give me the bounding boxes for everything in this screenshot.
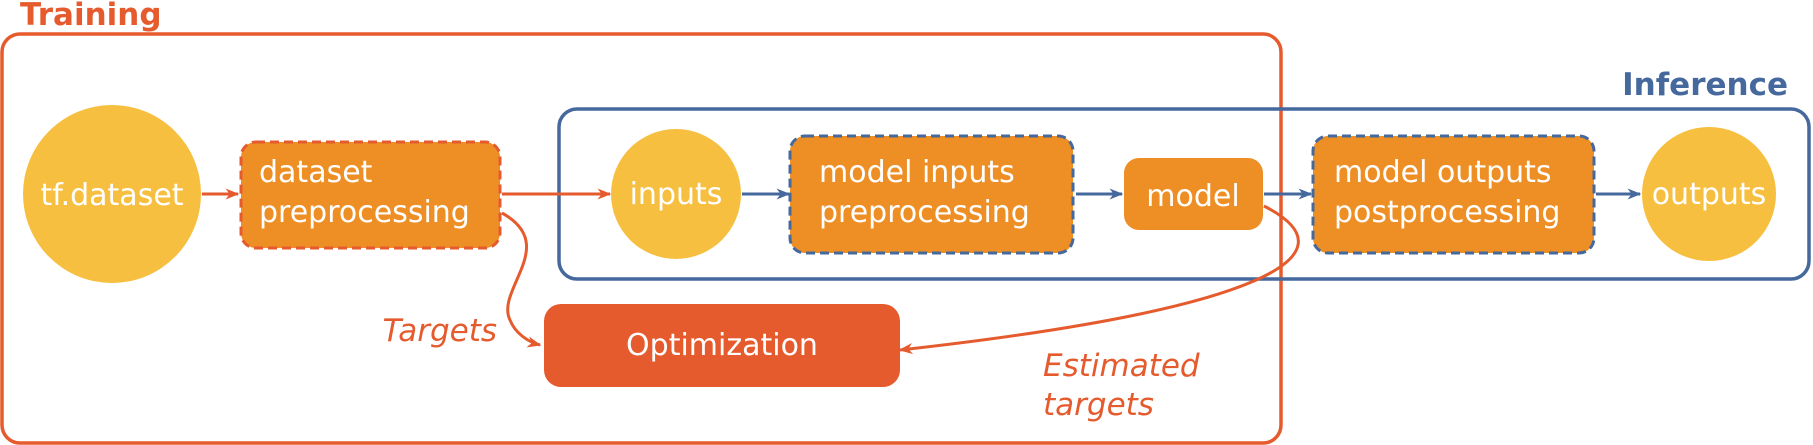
node-dataset-preprocessing: dataset preprocessing bbox=[239, 140, 502, 250]
node-model-inputs-preprocessing: model inputs preprocessing bbox=[788, 134, 1075, 255]
dataset-preprocessing-line-2: preprocessing bbox=[259, 195, 470, 230]
node-outputs: outputs bbox=[1642, 127, 1776, 261]
optimization-label: Optimization bbox=[626, 328, 818, 363]
edge-label-targets: Targets bbox=[383, 313, 497, 349]
node-inputs: inputs bbox=[611, 129, 741, 259]
dataset-preprocessing-line-1: dataset bbox=[259, 155, 373, 190]
model-outputs-postprocessing-line-2: postprocessing bbox=[1334, 195, 1560, 230]
node-model: model bbox=[1124, 158, 1263, 230]
training-title: Training bbox=[20, 0, 162, 33]
model-inputs-preprocessing-line-2: preprocessing bbox=[819, 195, 1030, 230]
model-outputs-postprocessing-line-1: model outputs bbox=[1334, 155, 1552, 190]
node-model-outputs-postprocessing: model outputs postprocessing bbox=[1311, 134, 1596, 255]
edge-estimated-targets-to-optimization bbox=[898, 204, 1300, 355]
edge-label-estimated-targets: Estimated targets bbox=[1043, 348, 1209, 423]
model-label: model bbox=[1146, 179, 1239, 214]
inference-title: Inference bbox=[1622, 67, 1788, 103]
model-outputs-postprocessing-label: model outputs postprocessing bbox=[1334, 155, 1561, 230]
edge-label-estimated-targets-line-1: Estimated bbox=[1043, 348, 1200, 384]
tf-dataset-label: tf.dataset bbox=[40, 178, 183, 213]
training-region bbox=[0, 32, 1283, 445]
node-tf-dataset: tf.dataset bbox=[23, 105, 201, 283]
outputs-label: outputs bbox=[1652, 177, 1767, 212]
dataset-preprocessing-label: dataset preprocessing bbox=[259, 155, 470, 230]
node-optimization: Optimization bbox=[544, 304, 900, 387]
edge-targets-to-optimization bbox=[501, 211, 542, 348]
model-inputs-preprocessing-label: model inputs preprocessing bbox=[819, 155, 1030, 230]
edge-label-estimated-targets-line-2: targets bbox=[1043, 387, 1154, 423]
inputs-label: inputs bbox=[630, 177, 723, 212]
model-inputs-preprocessing-line-1: model inputs bbox=[819, 155, 1015, 190]
